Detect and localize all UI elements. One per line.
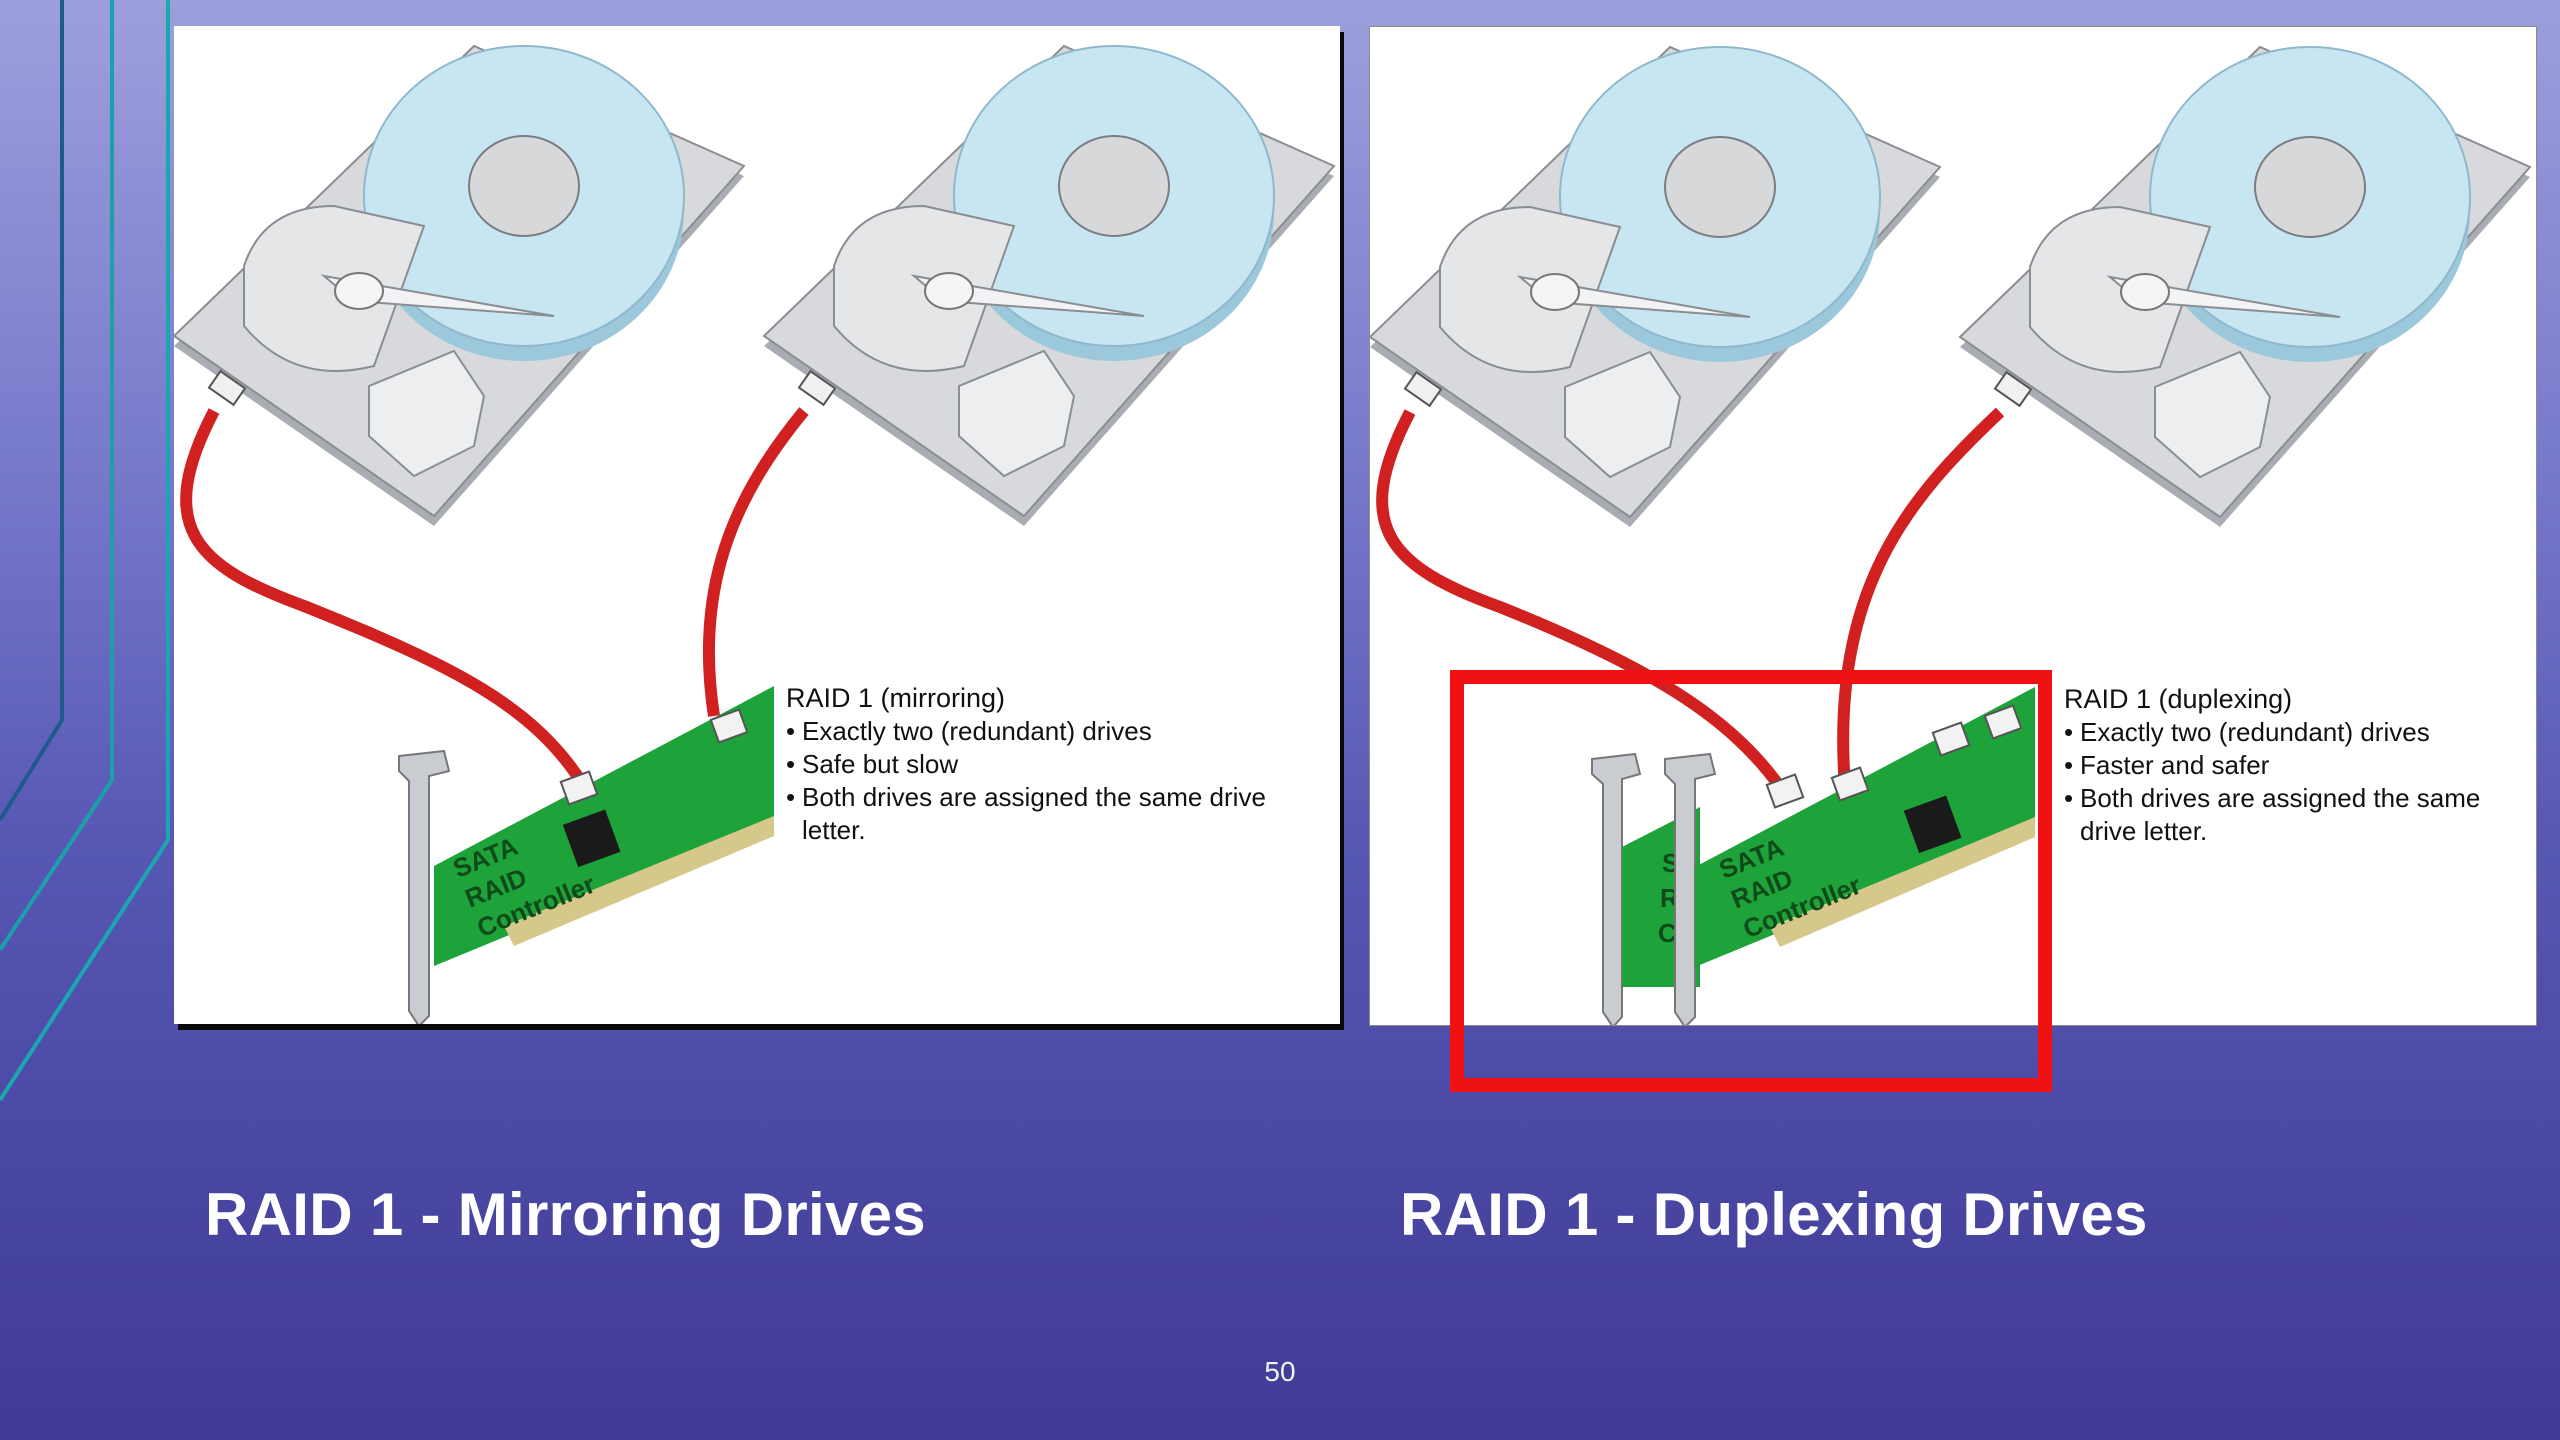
info-bullet: Both drives are assigned the same drive … xyxy=(786,781,1316,847)
decorative-lines xyxy=(0,0,170,1102)
info-bullets: Exactly two (redundant) drives Safe but … xyxy=(786,715,1316,847)
page-number: 50 xyxy=(1264,1356,1296,1387)
raid-controller-card xyxy=(1695,687,2035,967)
info-bullets: Exactly two (redundant) drives Faster an… xyxy=(2064,716,2524,848)
mirroring-caption: RAID 1 - Mirroring Drives xyxy=(205,1181,926,1248)
mirroring-illustration: SATA RAID Controller xyxy=(174,44,1336,1024)
mounting-bracket xyxy=(398,749,451,1024)
mirroring-figure: SATA RAID Controller RAID 1 (mirroring) … xyxy=(174,26,1340,1024)
info-bullet: Exactly two (redundant) drives xyxy=(786,715,1316,748)
raid-controller-card xyxy=(434,686,774,966)
hard-drive-2 xyxy=(1958,45,2532,527)
info-bullet: Exactly two (redundant) drives xyxy=(2064,716,2524,749)
mirroring-info: RAID 1 (mirroring) Exactly two (redundan… xyxy=(786,682,1316,847)
sata-cable-2 xyxy=(702,407,809,717)
duplexing-illustration: S R C SATA RAID Controller xyxy=(1370,45,2532,1025)
mounting-bracket xyxy=(1664,752,1717,1025)
sata-cable-1 xyxy=(180,408,590,790)
info-title: RAID 1 (mirroring) xyxy=(786,683,1006,713)
duplexing-caption: RAID 1 - Duplexing Drives xyxy=(1400,1181,2148,1248)
info-title: RAID 1 (duplexing) xyxy=(2064,684,2293,714)
highlight-box xyxy=(1450,670,2052,1092)
duplexing-figure: S R C SATA RAID Controller RAID 1 (duple… xyxy=(1369,26,2537,1026)
hard-drive-2 xyxy=(762,44,1336,526)
hard-drive-1 xyxy=(1370,45,1942,527)
info-bullet: Safe but slow xyxy=(786,748,1316,781)
info-bullet: Both drives are assigned the same drive … xyxy=(2064,782,2524,848)
info-bullet: Faster and safer xyxy=(2064,749,2524,782)
sata-cable-2 xyxy=(1837,407,2005,788)
back-card-letter: C xyxy=(1658,918,1677,948)
hard-drive-1 xyxy=(174,44,746,526)
sata-cable-1 xyxy=(1376,409,1785,791)
duplexing-info: RAID 1 (duplexing) Exactly two (redundan… xyxy=(2064,683,2524,848)
